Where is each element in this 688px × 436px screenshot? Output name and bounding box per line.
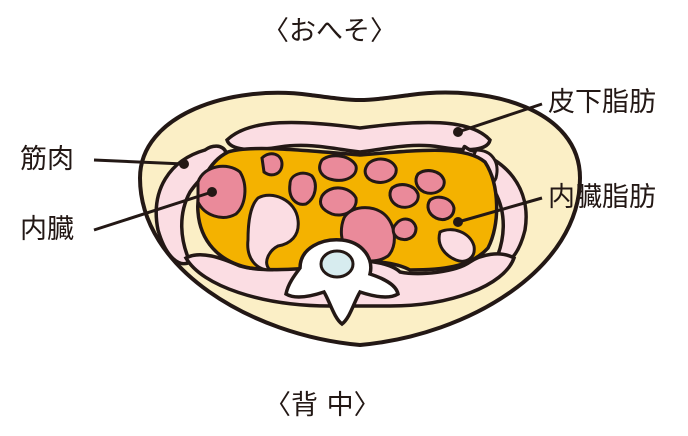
organ-pink-small: [391, 217, 418, 242]
label-muscle: 筋肉: [20, 144, 74, 175]
label-back: 〈背 中〉: [264, 390, 381, 421]
label-organs: 内臓: [20, 214, 74, 245]
vertebra: [284, 238, 400, 327]
organ-intestine-1: [288, 171, 317, 206]
pointer-line-muscle: [93, 158, 185, 166]
organ-intestine-6: [414, 169, 446, 195]
pointer-dot-visceral-fat: [453, 217, 463, 227]
spinal-canal: [319, 249, 355, 279]
pointer-line-visceral-fat: [457, 196, 543, 224]
pointer-dot-muscle: [179, 159, 189, 169]
organ-top-left-loop: [260, 152, 284, 177]
pointer-line-subcutaneous-fat: [457, 102, 543, 134]
label-subcutaneous-fat: 皮下脂肪: [548, 87, 656, 118]
organ-intestine-2: [318, 154, 358, 182]
organ-intestine-5: [388, 183, 420, 209]
label-navel: 〈おへそ〉: [262, 16, 397, 47]
organ-right-kidney: [426, 195, 456, 222]
label-visceral-fat: 内臓脂肪: [548, 182, 656, 213]
organ-intestine-4: [363, 157, 398, 184]
organ-left-kidney: [196, 164, 247, 219]
left-psoas: [246, 193, 300, 272]
pointer-line-organs: [93, 190, 213, 232]
front-muscle: [225, 120, 492, 154]
pointer-dot-organs: [207, 187, 217, 197]
pointer-dot-subcutaneous-fat: [453, 127, 463, 137]
right-psoas: [437, 228, 476, 263]
